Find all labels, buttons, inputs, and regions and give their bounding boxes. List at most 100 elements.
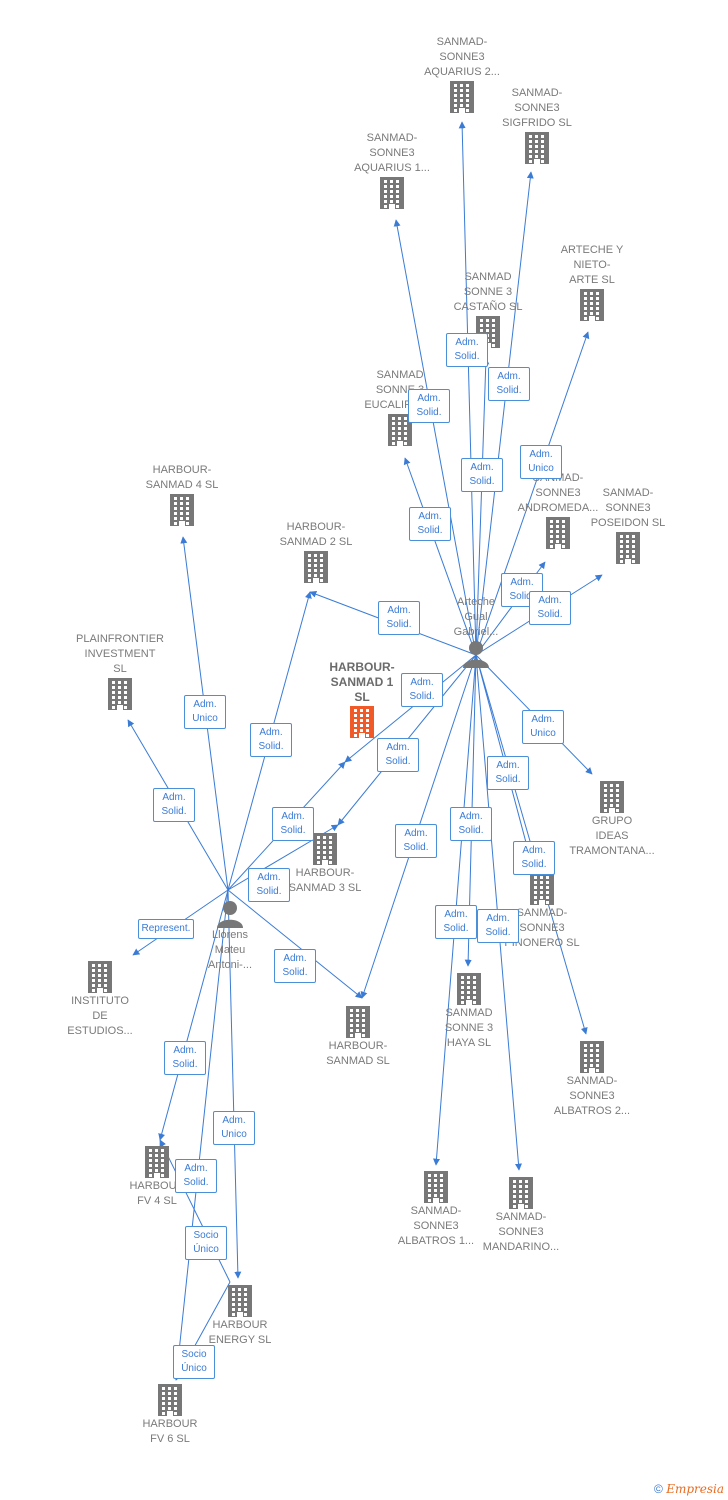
relation-label[interactable]: Socio Único: [185, 1226, 227, 1260]
relation-label[interactable]: Adm. Solid.: [409, 507, 451, 541]
person-icon: [416, 640, 536, 668]
relation-label[interactable]: Adm. Solid.: [477, 909, 519, 943]
relation-label[interactable]: Adm. Solid.: [272, 807, 314, 841]
node-aq2[interactable]: SANMAD- SONNE3 AQUARIUS 2...: [402, 35, 522, 114]
node-label: SANMAD- SONNE3 POSEIDON SL: [590, 487, 666, 529]
relation-label[interactable]: Adm. Solid.: [175, 1159, 217, 1193]
node-label: PLAINFRONTIER INVESTMENT SL: [75, 633, 164, 675]
building-icon: [409, 972, 529, 1006]
building-icon: [256, 550, 376, 584]
node-ins[interactable]: INSTITUTO DE ESTUDIOS...: [40, 960, 160, 1039]
relation-label[interactable]: Adm. Solid.: [529, 591, 571, 625]
node-label: HARBOUR FV 4 SL: [129, 1180, 185, 1207]
node-pf[interactable]: PLAINFRONTIER INVESTMENT SL: [60, 632, 180, 711]
node-pos[interactable]: SANMAD- SONNE3 POSEIDON SL: [568, 486, 688, 565]
building-icon: [122, 493, 242, 527]
node-label: SANMAD- SONNE3 AQUARIUS 1...: [354, 132, 430, 174]
relation-label[interactable]: Adm. Solid.: [513, 841, 555, 875]
node-label: HARBOUR- SANMAD 4 SL: [145, 464, 219, 491]
node-cas[interactable]: SANMAD SONNE 3 CASTAÑO SL: [428, 270, 548, 349]
relation-label[interactable]: Adm. Unico: [213, 1111, 255, 1145]
building-icon: [532, 288, 652, 322]
relation-label[interactable]: Adm. Solid.: [401, 673, 443, 707]
node-fv6[interactable]: HARBOUR FV 6 SL: [110, 1383, 230, 1447]
node-label: SANMAD- SONNE3 AQUARIUS 2...: [424, 36, 500, 78]
node-label: HARBOUR ENERGY SL: [208, 1319, 272, 1346]
node-label: HARBOUR- SANMAD 2 SL: [279, 521, 353, 548]
relation-label[interactable]: Adm. Solid.: [488, 367, 530, 401]
relation-label[interactable]: Adm. Solid.: [248, 868, 290, 902]
relation-label[interactable]: Adm. Solid.: [250, 723, 292, 757]
node-he[interactable]: HARBOUR ENERGY SL: [180, 1284, 300, 1348]
node-al2[interactable]: SANMAD- SONNE3 ALBATROS 2...: [532, 1040, 652, 1119]
building-icon: [340, 413, 460, 447]
node-fv4[interactable]: HARBOUR FV 4 SL: [97, 1145, 217, 1209]
node-and[interactable]: SANMAD- SONNE3 ANDROMEDA...: [498, 471, 618, 550]
node-agp[interactable]: Arteche Gual Gabriel...: [416, 595, 536, 668]
node-hay[interactable]: SANMAD SONNE 3 HAYA SL: [409, 972, 529, 1051]
building-icon: [498, 516, 618, 550]
edge-agp-aq2: [458, 121, 477, 656]
relation-label[interactable]: Adm. Solid.: [461, 458, 503, 492]
node-aq1[interactable]: SANMAD- SONNE3 AQUARIUS 1...: [332, 131, 452, 210]
relation-label[interactable]: Adm. Solid.: [487, 756, 529, 790]
node-hs[interactable]: HARBOUR- SANMAD SL: [298, 1005, 418, 1069]
edge-lma-fv4: [158, 889, 229, 1141]
node-label: Llorens Mateu Antoni-...: [207, 929, 253, 971]
node-h4[interactable]: HARBOUR- SANMAD 4 SL: [122, 463, 242, 527]
node-label: HARBOUR- SANMAD 3 SL: [288, 867, 362, 894]
relation-label[interactable]: Socio Único: [173, 1345, 215, 1379]
building-icon: [40, 960, 160, 994]
edge-agp-art: [475, 331, 590, 656]
relation-label[interactable]: Adm. Solid.: [377, 738, 419, 772]
relation-label[interactable]: Adm. Solid.: [408, 389, 450, 423]
node-sig[interactable]: SANMAD- SONNE3 SIGFRIDO SL: [477, 86, 597, 165]
node-art[interactable]: ARTECHE Y NIETO- ARTE SL: [532, 243, 652, 322]
node-man[interactable]: SANMAD- SONNE3 MANDARINO...: [461, 1176, 581, 1255]
node-label: Arteche Gual Gabriel...: [453, 596, 499, 638]
node-h1[interactable]: HARBOUR- SANMAD 1 SL: [302, 660, 422, 739]
relation-label[interactable]: Adm. Unico: [520, 445, 562, 479]
building-icon: [568, 531, 688, 565]
node-label: HARBOUR- SANMAD 1 SL: [329, 660, 395, 704]
node-lma[interactable]: Llorens Mateu Antoni-...: [170, 900, 290, 973]
relation-label[interactable]: Adm. Solid.: [153, 788, 195, 822]
relation-label[interactable]: Adm. Solid.: [395, 824, 437, 858]
node-label: SANMAD SONNE 3 CASTAÑO SL: [453, 271, 523, 313]
edge-lma-hs: [227, 889, 363, 999]
relation-label[interactable]: Adm. Solid.: [378, 601, 420, 635]
building-icon: [298, 1005, 418, 1039]
person-icon: [170, 900, 290, 928]
building-icon: [376, 1170, 496, 1204]
relation-label[interactable]: Adm. Unico: [522, 710, 564, 744]
edge-agp-h1: [344, 654, 477, 763]
building-icon: [461, 1176, 581, 1210]
building-icon: [60, 677, 180, 711]
node-label: SANMAD SONNE 3 HAYA SL: [444, 1007, 494, 1049]
node-al1[interactable]: SANMAD- SONNE3 ALBATROS 1...: [376, 1170, 496, 1249]
building-icon: [532, 1040, 652, 1074]
relation-label[interactable]: Adm. Solid.: [274, 949, 316, 983]
footer-credit[interactable]: © Empresia: [654, 1482, 724, 1496]
node-h3[interactable]: HARBOUR- SANMAD 3 SL: [265, 832, 385, 896]
node-label: SANMAD- SONNE3 MANDARINO...: [482, 1211, 560, 1253]
relation-label[interactable]: Adm. Solid.: [446, 333, 488, 367]
node-label: HARBOUR- SANMAD SL: [326, 1040, 390, 1067]
edge-lma-fv6: [173, 889, 229, 1381]
relation-label[interactable]: Adm. Solid.: [450, 807, 492, 841]
building-icon: [482, 872, 602, 906]
building-icon: [97, 1145, 217, 1179]
building-icon: [552, 780, 672, 814]
relation-label[interactable]: Adm. Solid.: [164, 1041, 206, 1075]
building-icon: [110, 1383, 230, 1417]
relation-label[interactable]: Adm. Solid.: [435, 905, 477, 939]
relation-label[interactable]: Represent.: [137, 919, 195, 939]
copyright-symbol: ©: [654, 1482, 663, 1496]
node-gru[interactable]: GRUPO IDEAS TRAMONTANA...: [552, 780, 672, 859]
node-pin[interactable]: SANMAD- SONNE3 PINONERO SL: [482, 872, 602, 951]
node-h2[interactable]: HARBOUR- SANMAD 2 SL: [256, 520, 376, 584]
edge-lma-he: [227, 889, 242, 1279]
building-icon: [180, 1284, 300, 1318]
relation-label[interactable]: Adm. Unico: [184, 695, 226, 729]
